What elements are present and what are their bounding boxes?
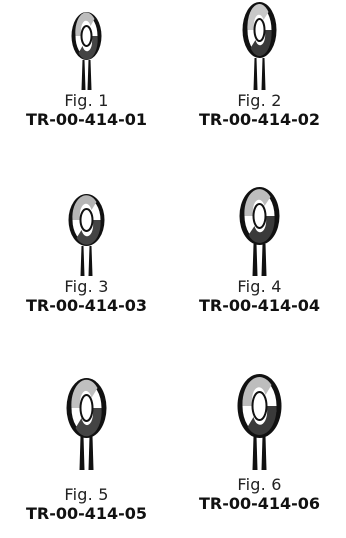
figure-label: Fig. 4 — [237, 277, 282, 296]
ring-forceps-tip-icon — [242, 2, 277, 90]
part-number: TR-00-414-04 — [198, 296, 321, 315]
figure-label: Fig. 1 — [64, 91, 109, 110]
ring-forceps-tip-icon — [71, 12, 102, 90]
ring-forceps-tip-icon — [237, 374, 282, 470]
part-number: TR-00-414-05 — [25, 504, 148, 523]
figure-label: Fig. 5 — [64, 485, 109, 504]
part-number: TR-00-414-02 — [198, 110, 321, 129]
catalog-item-1: Fig. 1 TR-00-414-01 — [0, 0, 173, 130]
catalog-item-4: Fig. 4 TR-00-414-04 — [173, 186, 346, 316]
ring-forceps-tip-icon — [239, 187, 280, 276]
figure-label: Fig. 2 — [237, 91, 282, 110]
part-number: TR-00-414-03 — [25, 296, 148, 315]
catalog-item-2: Fig. 2 TR-00-414-02 — [173, 0, 346, 130]
catalog-item-6: Fig. 6 TR-00-414-06 — [173, 372, 346, 514]
catalog-item-3: Fig. 3 TR-00-414-03 — [0, 186, 173, 316]
part-number: TR-00-414-06 — [198, 494, 321, 513]
catalog-item-5: Fig. 5 TR-00-414-05 — [0, 372, 173, 524]
part-number: TR-00-414-01 — [25, 110, 148, 129]
ring-forceps-tip-icon — [68, 194, 105, 276]
figure-label: Fig. 3 — [64, 277, 109, 296]
ring-forceps-tip-icon — [66, 378, 107, 470]
figure-label: Fig. 6 — [237, 475, 282, 494]
